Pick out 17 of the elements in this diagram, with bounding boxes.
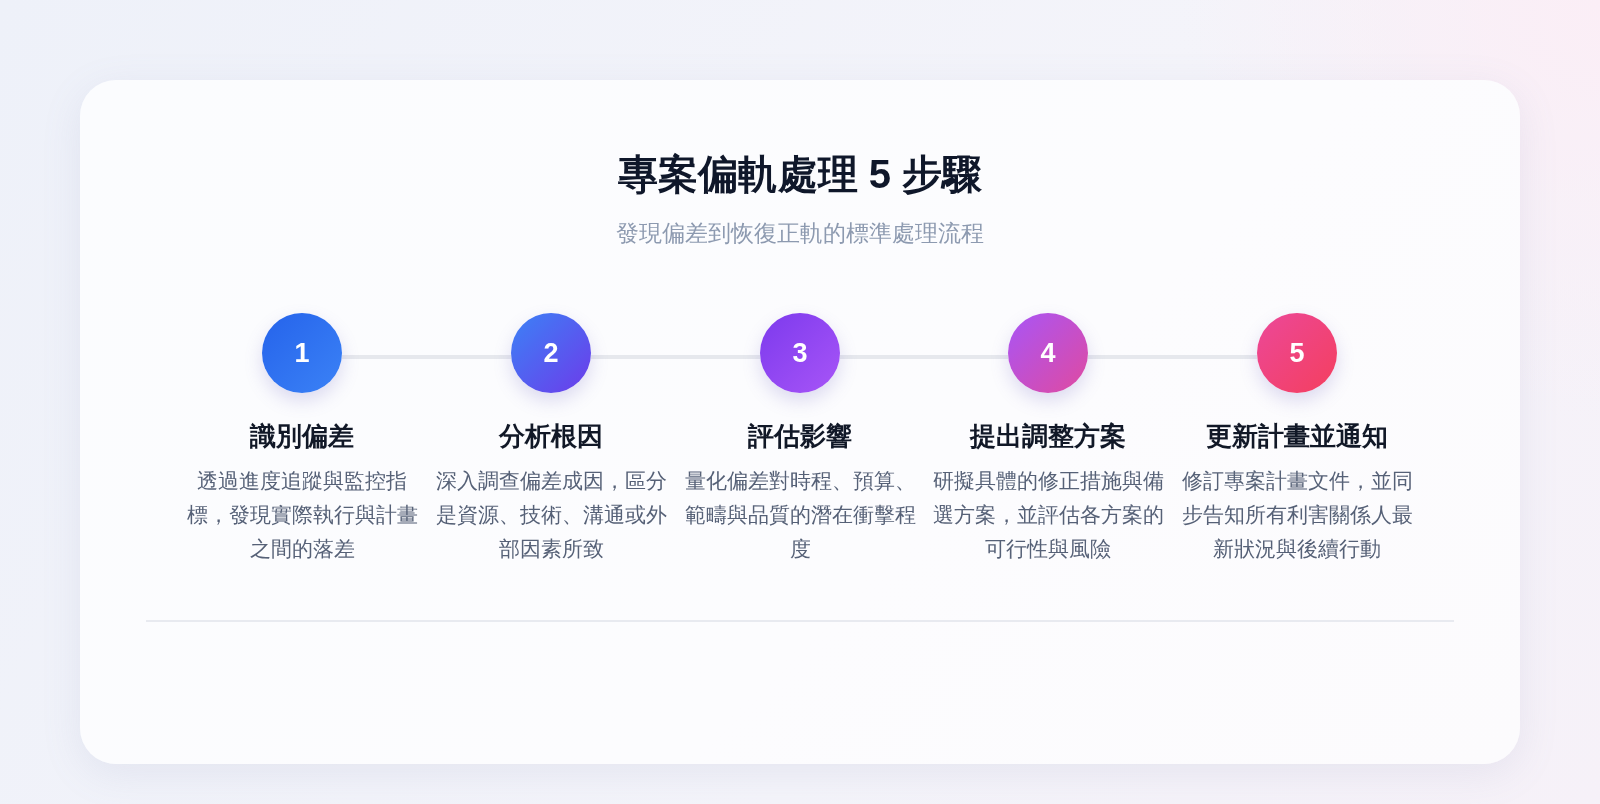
step-title: 提出調整方案 bbox=[968, 420, 1127, 453]
step-circle: 5 bbox=[1257, 313, 1337, 393]
step-title: 識別偏差 bbox=[248, 420, 355, 453]
step-circle: 3 bbox=[760, 313, 840, 393]
step-circle: 4 bbox=[1008, 313, 1088, 393]
step-description: 透過進度追蹤與監控指標，發現實際執行與計畫之間的落差 bbox=[185, 468, 419, 562]
diagram-title: 專案偏軌處理 5 步驟 bbox=[616, 151, 984, 198]
step-description: 修訂專案計畫文件，並同步告知所有利害關係人最新狀況與後續行動 bbox=[1180, 468, 1414, 562]
step-circle: 2 bbox=[511, 313, 591, 393]
step-title: 更新計畫並通知 bbox=[1205, 420, 1389, 453]
step-description: 深入調查偏差成因，區分是資源、技術、溝通或外部因素所致 bbox=[434, 468, 668, 562]
step-circle: 1 bbox=[262, 313, 342, 393]
diagram-subtitle: 發現偏差到恢復正軌的標準處理流程 bbox=[615, 219, 985, 248]
step-title: 評估影響 bbox=[747, 420, 853, 453]
step-description: 量化偏差對時程、預算、範疇與品質的潛在衝擊程度 bbox=[683, 468, 917, 562]
step-description: 研擬具體的修正措施與備選方案，並評估各方案的可行性與風險 bbox=[931, 468, 1165, 562]
step-title: 分析根因 bbox=[497, 420, 604, 453]
